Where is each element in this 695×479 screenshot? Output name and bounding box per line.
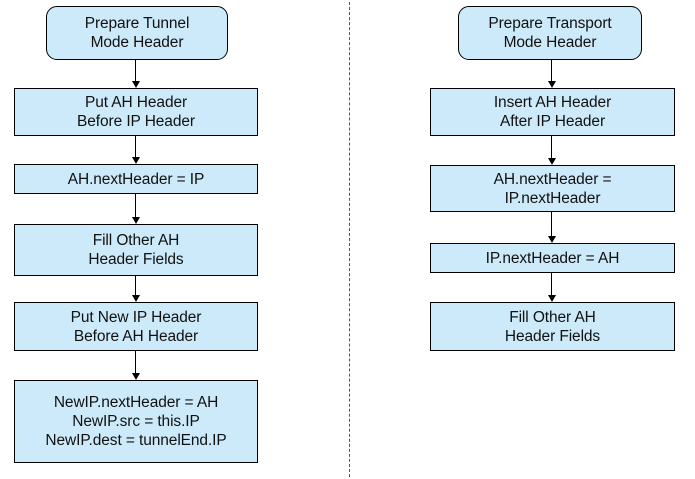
flow-arrow-line — [551, 136, 553, 160]
flowchart-node-transport-ip-nextheader-ah[interactable]: IP.nextHeader = AH — [430, 243, 675, 273]
node-text-line: Before AH Header — [73, 327, 199, 345]
node-text-line: NewIP.nextHeader = AH — [53, 394, 219, 411]
flow-arrow-head-icon — [131, 157, 140, 164]
vertical-dashed-divider — [349, 2, 350, 477]
flow-arrow-head-icon — [131, 373, 140, 380]
flow-arrow-line — [551, 212, 553, 238]
node-text-line: Header Fields — [504, 327, 601, 345]
node-text-line: Fill Other AH — [92, 232, 180, 249]
node-text-line: After IP Header — [499, 113, 606, 130]
node-text-line: Fill Other AH — [509, 308, 596, 326]
node-text-line: Mode Header — [503, 34, 597, 51]
flow-arrow-line — [135, 276, 137, 297]
node-text-line: AH.nextHeader = IP — [67, 170, 205, 188]
flowchart-node-tunnel-ah-nextheader-ip[interactable]: AH.nextHeader = IP — [14, 164, 258, 194]
flow-arrow-line — [135, 194, 137, 219]
flow-arrow-head-icon — [131, 295, 140, 302]
node-text-line: Prepare Tunnel — [84, 15, 190, 32]
node-text-line: Prepare Transport — [488, 15, 612, 32]
node-text-line: Mode Header — [90, 34, 184, 51]
flow-arrow-head-icon — [131, 217, 140, 224]
node-text-line: Header Fields — [88, 251, 184, 268]
node-text-line: Before IP Header — [77, 113, 195, 130]
flow-arrow-head-icon — [547, 81, 556, 88]
flow-arrow-line — [135, 60, 137, 83]
flowchart-node-tunnel-newip-assignments[interactable]: NewIP.nextHeader = AH NewIP.src = this.IP… — [14, 380, 258, 463]
flowchart-node-transport-ah-nextheader[interactable]: AH.nextHeader =IP.nextHeader — [430, 165, 675, 212]
node-text-line: NewIP.src = this.IP — [72, 413, 200, 430]
node-text-line: Insert AH Header — [493, 94, 612, 111]
flow-arrow-head-icon — [547, 295, 556, 302]
flow-arrow-line — [135, 136, 137, 159]
node-text-line: NewIP.dest = tunnelEnd.IP — [45, 432, 227, 449]
flow-arrow-head-icon — [131, 81, 140, 88]
node-text-line: Put AH Header — [84, 94, 188, 111]
flow-arrow-head-icon — [547, 158, 556, 165]
node-text-line: IP.nextHeader = AH — [485, 249, 620, 267]
flow-arrow-head-icon — [547, 236, 556, 243]
flowchart-node-tunnel-fill-other-ah[interactable]: Fill Other AH Header Fields — [14, 224, 258, 276]
flow-arrow-line — [551, 273, 553, 297]
node-text-line: Put New IP Header — [70, 308, 202, 326]
node-text-line: IP.nextHeader — [504, 189, 601, 207]
flow-arrow-line — [551, 60, 553, 83]
node-text-line: AH.nextHeader = — [493, 170, 612, 188]
flow-arrow-line — [135, 351, 137, 375]
